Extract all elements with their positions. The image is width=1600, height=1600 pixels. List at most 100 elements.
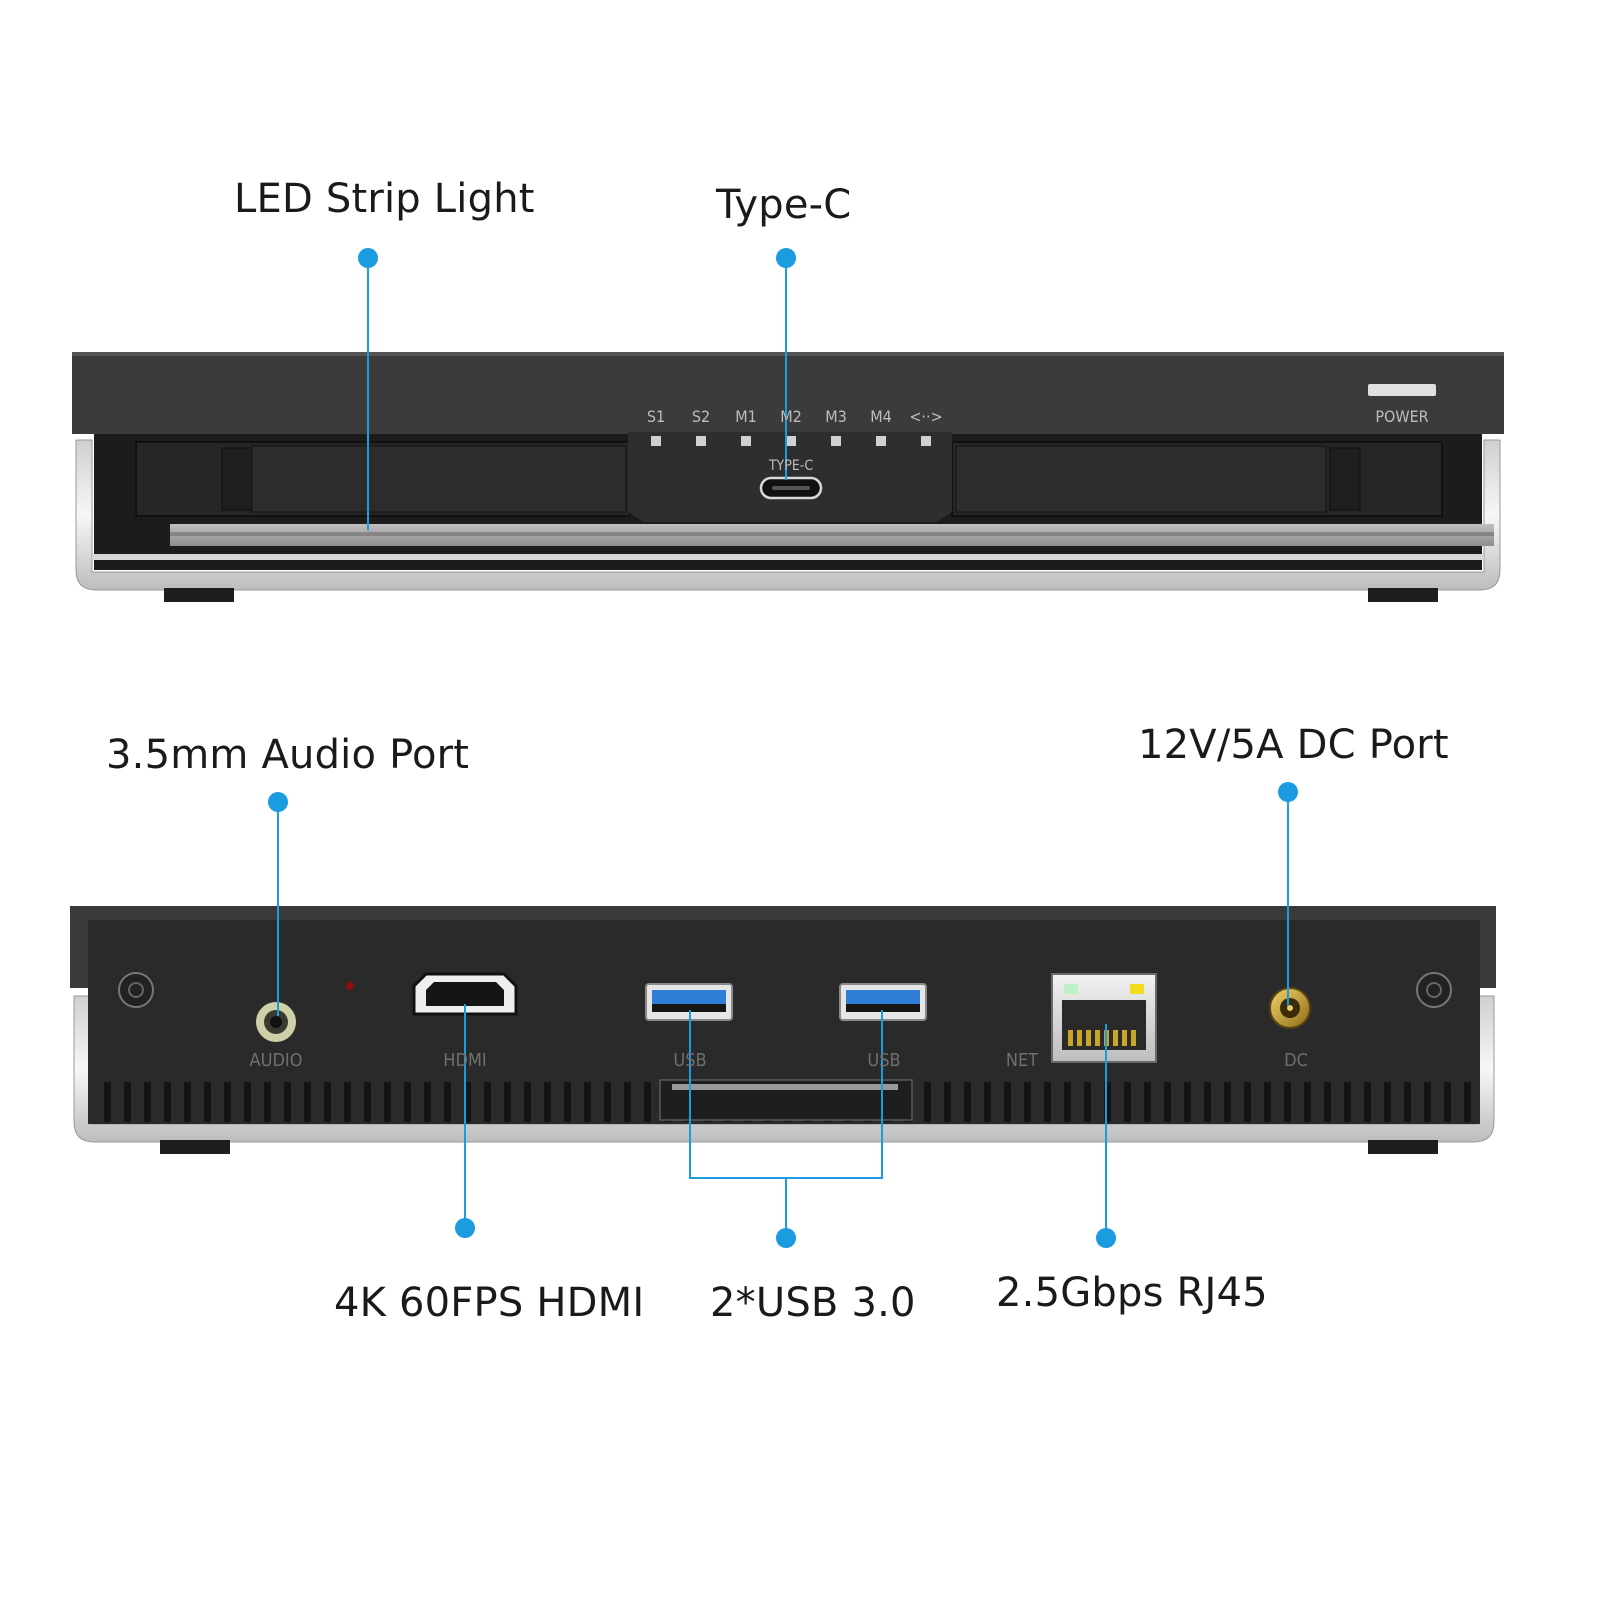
callout-usb: 2*USB 3.0	[710, 1280, 916, 1326]
indicator-label-m1: M1	[735, 407, 757, 426]
vent-fin	[964, 1082, 971, 1122]
vent-fin	[1184, 1082, 1191, 1122]
vent-fin	[1084, 1082, 1091, 1122]
vent-fin	[1124, 1082, 1131, 1122]
vent-fin	[384, 1082, 391, 1122]
rj45-pin	[1086, 1030, 1091, 1046]
vent-fin	[204, 1082, 211, 1122]
callout-type-c: Type-C	[716, 182, 852, 228]
foot	[164, 588, 234, 602]
indicator-label-m2: M2	[780, 407, 802, 426]
vent-fin	[284, 1082, 291, 1122]
vent-fin	[404, 1082, 411, 1122]
rj45-pin	[1131, 1030, 1136, 1046]
power-silkscreen: POWER	[1375, 407, 1428, 426]
callout-led-strip: LED Strip Light	[234, 176, 535, 222]
vent-fin	[604, 1082, 611, 1122]
dot-usb	[776, 1228, 796, 1248]
top-lid	[72, 352, 1504, 434]
vent-fin	[1164, 1082, 1171, 1122]
vent-fin	[1284, 1082, 1291, 1122]
vent-fin	[1324, 1082, 1331, 1122]
net-silkscreen: NET	[1006, 1050, 1038, 1071]
vent-fin	[264, 1082, 271, 1122]
indicator-label-m3: M3	[825, 407, 847, 426]
callout-dc: 12V/5A DC Port	[1138, 722, 1449, 768]
screw	[1416, 972, 1452, 1008]
vent-fin	[984, 1082, 991, 1122]
front-device	[72, 352, 1504, 602]
front-silkscreen: S1 S2 M1 M2 M3 M4 <··> TYPE-C POWER	[647, 407, 1429, 474]
vent-fin	[924, 1082, 931, 1122]
dot-audio	[268, 792, 288, 812]
foot	[1368, 1140, 1438, 1154]
leader-dots	[268, 248, 1298, 1248]
dc-silkscreen: DC	[1284, 1050, 1308, 1071]
vent-fin	[144, 1082, 151, 1122]
vent-fin	[224, 1082, 231, 1122]
vent-fin	[324, 1082, 331, 1122]
callout-hdmi: 4K 60FPS HDMI	[334, 1280, 645, 1326]
vent-fin	[1104, 1082, 1111, 1122]
dot-type-c	[776, 248, 796, 268]
vent-fin	[304, 1082, 311, 1122]
vent-fin	[1244, 1082, 1251, 1122]
vent-fin	[1064, 1082, 1071, 1122]
vent-fin	[1344, 1082, 1351, 1122]
screw	[118, 972, 154, 1008]
vent-fin	[1424, 1082, 1431, 1122]
vent-fin	[124, 1082, 131, 1122]
vent-fin	[544, 1082, 551, 1122]
vent-fin	[1144, 1082, 1151, 1122]
vent-fin	[944, 1082, 951, 1122]
vent-fin	[244, 1082, 251, 1122]
audio-silkscreen: AUDIO	[250, 1050, 303, 1071]
indicator-label-link: <··>	[909, 407, 942, 426]
vent-fin	[1264, 1082, 1271, 1122]
callout-audio: 3.5mm Audio Port	[106, 732, 470, 778]
hdmi-silkscreen: HDMI	[443, 1050, 486, 1071]
indicator-label-s2: S2	[692, 407, 710, 426]
vent-fin	[1464, 1082, 1471, 1122]
vent-fin	[1224, 1082, 1231, 1122]
vent-fin	[1384, 1082, 1391, 1122]
foot	[160, 1140, 230, 1154]
vent-fin	[524, 1082, 531, 1122]
vent-fin	[644, 1082, 651, 1122]
rj45-pin	[1122, 1030, 1127, 1046]
vent-fin	[104, 1082, 111, 1122]
rj45-led-yellow	[1130, 984, 1144, 994]
indicator-label-s1: S1	[647, 407, 665, 426]
vent-fin	[1364, 1082, 1371, 1122]
vent-fin	[1304, 1082, 1311, 1122]
power-button	[1368, 384, 1436, 396]
vent-fin	[504, 1082, 511, 1122]
foot	[1368, 588, 1438, 602]
vent-fin	[1204, 1082, 1211, 1122]
rj45-pin	[1077, 1030, 1082, 1046]
indicator-leds	[651, 436, 931, 446]
dot-rj45	[1096, 1228, 1116, 1248]
vent-fin	[1444, 1082, 1451, 1122]
vent-fin	[164, 1082, 171, 1122]
rj45-led-green	[1064, 984, 1078, 994]
status-led	[346, 982, 354, 990]
vent-fin	[1044, 1082, 1051, 1122]
vent-fin	[464, 1082, 471, 1122]
rj45-pin	[1068, 1030, 1073, 1046]
callout-rj45: 2.5Gbps RJ45	[996, 1270, 1268, 1316]
rj45-pin	[1113, 1030, 1118, 1046]
dot-hdmi	[455, 1218, 475, 1238]
leader-lines	[277, 258, 1289, 1238]
vent-fin	[1024, 1082, 1031, 1122]
indicator-label-m4: M4	[870, 407, 892, 426]
vent-fin	[564, 1082, 571, 1122]
vent-fin	[344, 1082, 351, 1122]
vent-fin	[424, 1082, 431, 1122]
usb1-silkscreen: USB	[673, 1050, 706, 1071]
rear-device	[70, 906, 1496, 1154]
vent-fin	[1404, 1082, 1411, 1122]
rear-silkscreen: AUDIO HDMI USB USB NET DC	[250, 1050, 1308, 1071]
